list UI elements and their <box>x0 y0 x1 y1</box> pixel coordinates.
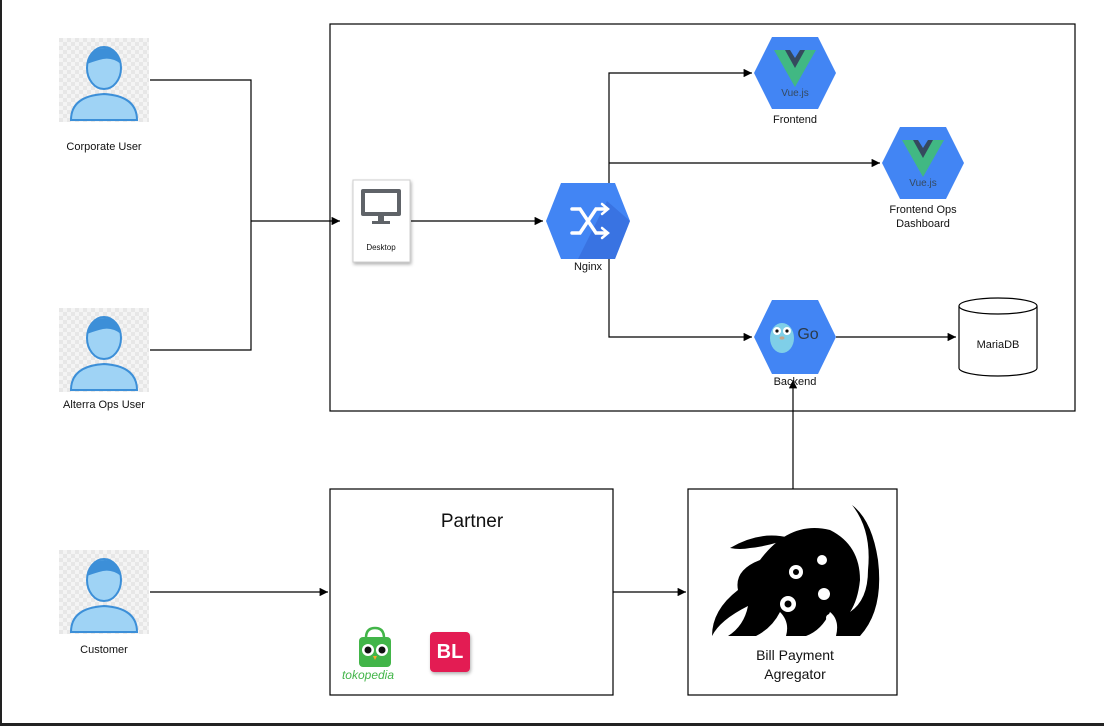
connector-corporate <box>150 79 252 221</box>
frontend-label: Frontend <box>772 114 818 126</box>
go-gopher-icon <box>770 323 794 353</box>
frontend-ops-label-line1: Frontend Ops <box>889 204 957 216</box>
desktop-label: Desktop <box>366 243 396 252</box>
nginx-label: Nginx <box>573 261 603 273</box>
user-icon-corporate <box>59 38 149 122</box>
nginx-node <box>546 183 630 259</box>
frontend-ops-node <box>882 127 964 199</box>
user-label-customer: Customer <box>80 644 128 656</box>
mariadb-label: MariaDB <box>976 339 1020 351</box>
go-logo-text: Go <box>797 326 819 343</box>
connector-alterra <box>150 221 252 351</box>
vuejs-logo-text: Vue.js <box>909 178 937 189</box>
monitor-icon <box>361 189 401 224</box>
bukalapak-wordmark: BL <box>436 641 464 663</box>
tokopedia-logo <box>359 626 391 667</box>
frontend-node <box>754 37 836 109</box>
connector-nginx-backend <box>608 255 752 342</box>
shuffle-icon <box>570 202 610 240</box>
database-cylinder-icon <box>958 297 1038 377</box>
connectors <box>150 68 956 597</box>
vuejs-logo-text: Vue.js <box>781 88 809 99</box>
user-icon-customer <box>59 550 149 634</box>
octopus-logo-icon <box>712 505 880 636</box>
bukalapak-logo <box>430 632 470 672</box>
connector-nginx-frontend <box>608 68 752 190</box>
frontend-ops-label-line2: Dashboard <box>896 218 950 230</box>
backend-node <box>754 300 836 374</box>
vuejs-icon <box>774 50 816 87</box>
tokopedia-wordmark: tokopedia <box>341 668 395 682</box>
backend-label: Backend <box>773 376 817 388</box>
desktop-node <box>352 179 411 263</box>
user-icon-alterra <box>59 308 149 392</box>
user-label-corporate: Corporate User <box>66 141 142 153</box>
user-label-alterra: Alterra Ops User <box>63 399 145 411</box>
bill-payment-label-line2: Agregator <box>764 666 826 682</box>
bill-payment-label-line1: Bill Payment <box>756 647 834 663</box>
partner-box <box>329 488 614 696</box>
vuejs-icon <box>902 140 944 177</box>
partner-title: Partner <box>440 511 504 532</box>
system-boundary <box>329 23 1076 412</box>
